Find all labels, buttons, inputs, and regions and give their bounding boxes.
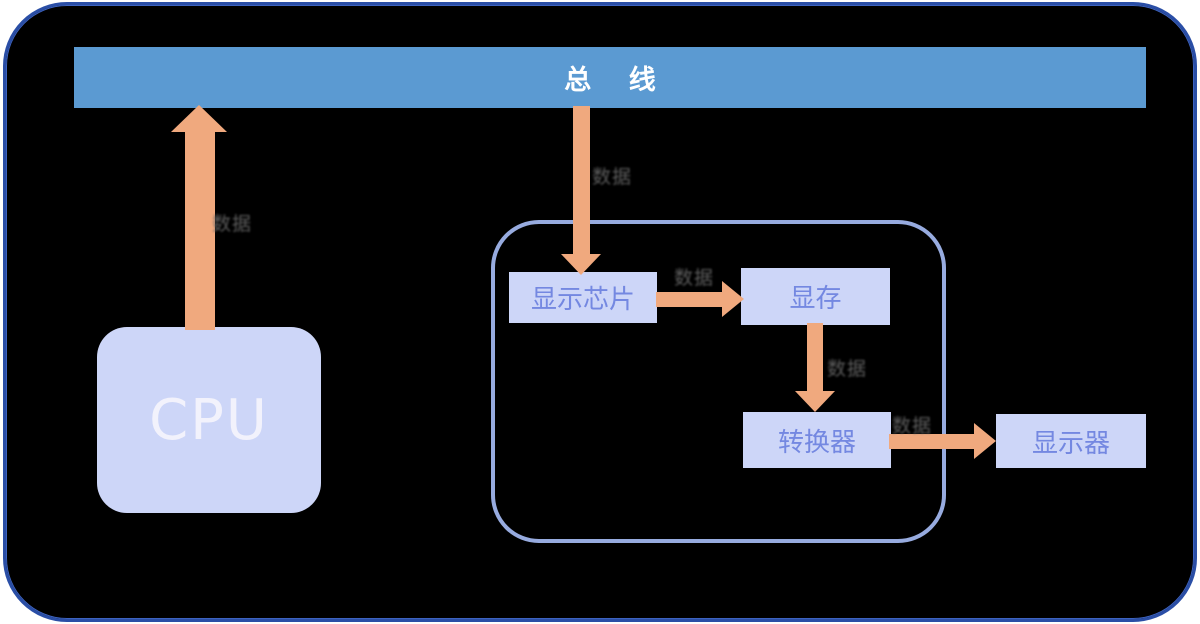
cpu-box: CPU xyxy=(97,327,321,513)
monitor-box: 显示器 xyxy=(996,414,1146,468)
video-memory-label: 显存 xyxy=(789,284,842,314)
video-memory-box: 显存 xyxy=(741,268,890,325)
diagram-canvas: 总 线 CPU 显示芯片 显存 转换器 显示器 数据 数据 数据 数据 数据 xyxy=(3,2,1197,622)
bus-bar: 总 线 xyxy=(74,47,1146,108)
bus-label: 总 线 xyxy=(564,65,670,96)
arrow-display-chip-to-video-memory xyxy=(656,292,723,307)
arrow-display-chip-to-video-memory-label: 数据 xyxy=(674,267,715,289)
arrow-cpu-to-bus-head-icon xyxy=(171,105,227,132)
arrow-converter-to-monitor-head-icon xyxy=(974,423,996,459)
arrow-cpu-to-bus-label: 数据 xyxy=(212,213,253,235)
converter-box: 转换器 xyxy=(743,412,891,468)
monitor-label: 显示器 xyxy=(1031,428,1110,459)
arrow-video-memory-to-converter-head-icon xyxy=(795,391,835,412)
display-chip-box: 显示芯片 xyxy=(509,272,657,323)
converter-label: 转换器 xyxy=(777,427,856,458)
arrow-converter-to-monitor xyxy=(889,434,975,449)
arrow-cpu-to-bus xyxy=(185,130,215,330)
graphics-card-group xyxy=(491,220,946,543)
display-chip-label: 显示芯片 xyxy=(530,285,635,315)
arrow-converter-to-monitor-label: 数据 xyxy=(892,415,933,437)
arrow-bus-to-display-chip-head-icon xyxy=(561,254,601,275)
cpu-label: CPU xyxy=(149,387,269,453)
arrow-bus-to-display-chip-label: 数据 xyxy=(592,166,633,188)
arrow-bus-to-display-chip xyxy=(573,106,590,256)
arrow-video-memory-to-converter xyxy=(807,323,823,393)
arrow-video-memory-to-converter-label: 数据 xyxy=(827,358,868,380)
arrow-display-chip-to-video-memory-head-icon xyxy=(722,281,744,317)
